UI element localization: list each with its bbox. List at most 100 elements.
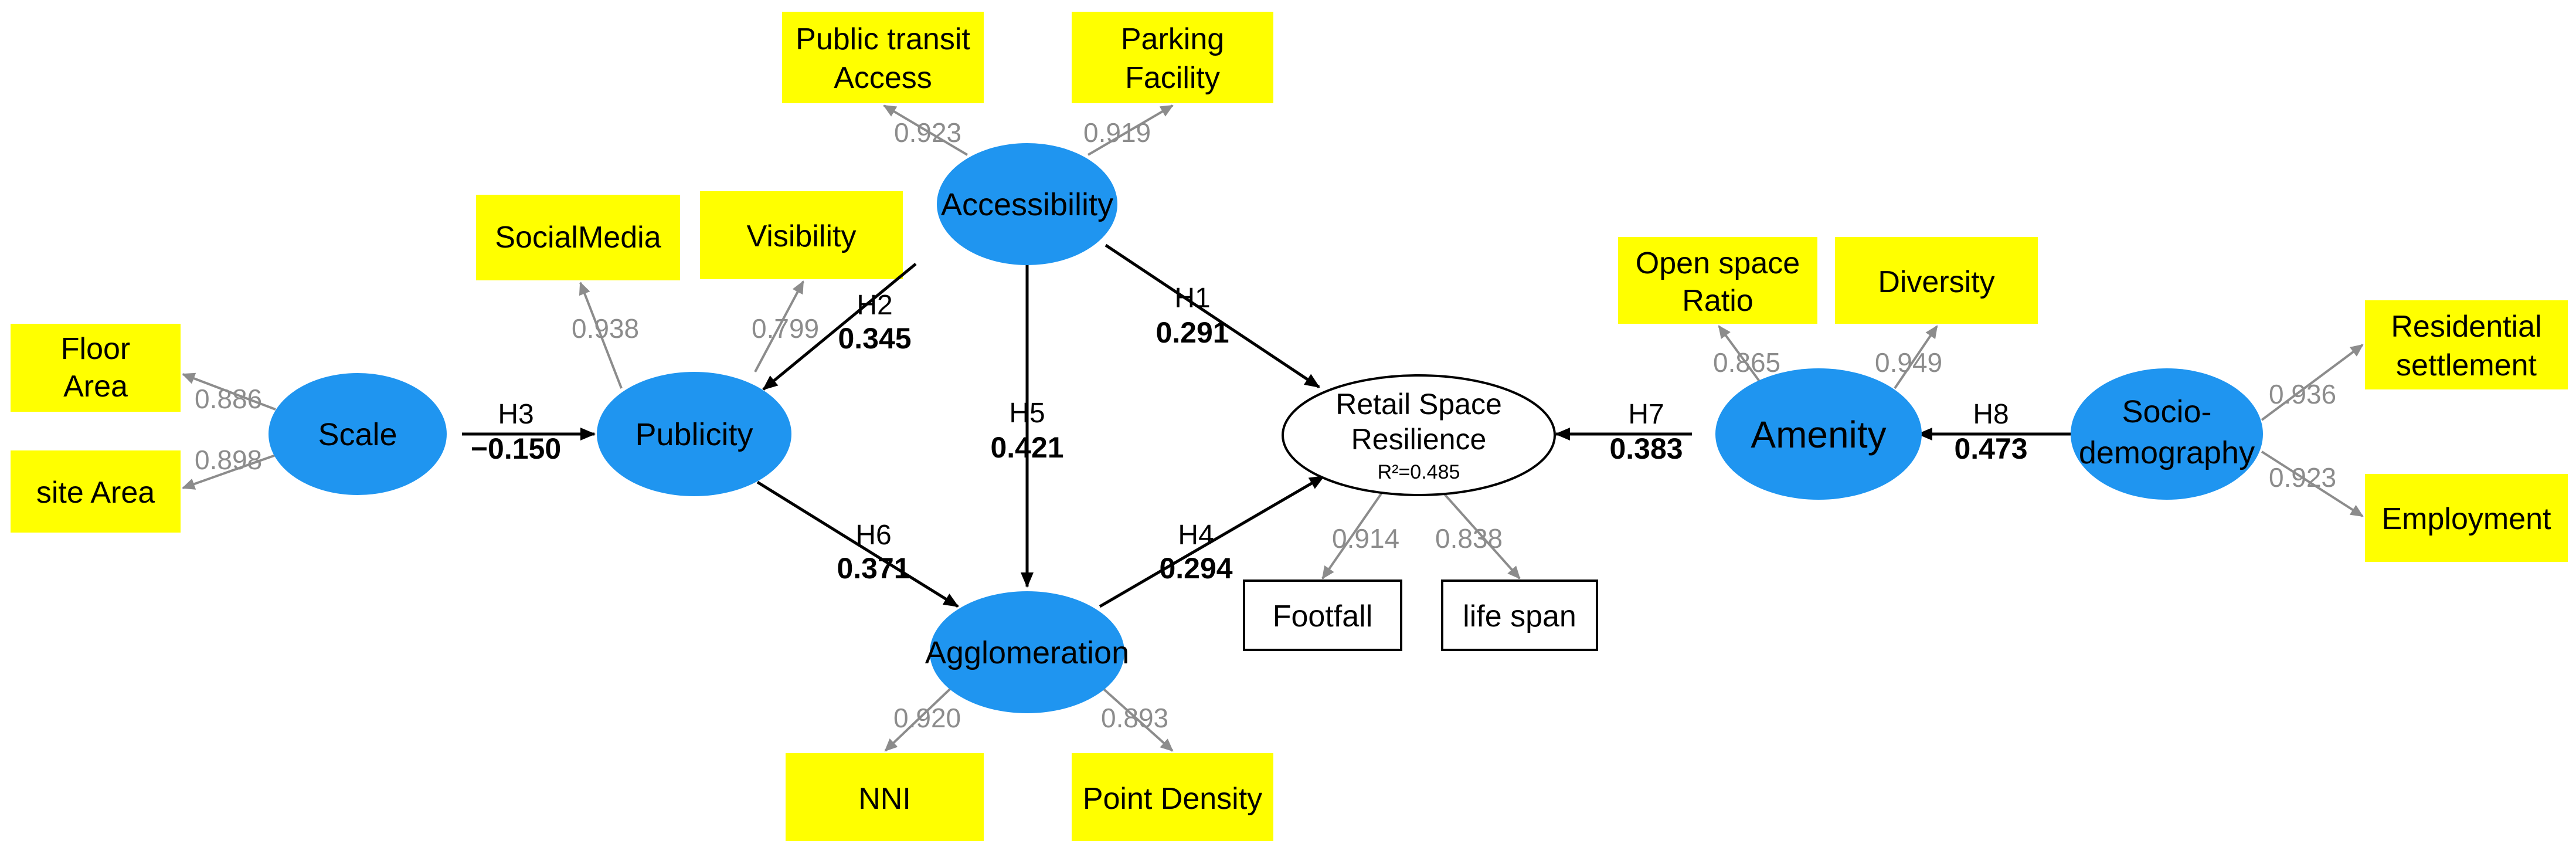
- loading-value: 0.938: [572, 313, 639, 344]
- indicator-label: Access: [834, 61, 932, 95]
- construct-accessibility: Accessibility: [937, 143, 1117, 265]
- path-coefficient: −0.150: [471, 432, 561, 465]
- indicator-site-area: site Area: [11, 450, 181, 533]
- construct-label: Accessibility: [941, 187, 1113, 222]
- loading-values: 0.886 0.898 0.938 0.799 0.923 0.919 0.92…: [195, 117, 2336, 733]
- indicator-label: Floor: [61, 332, 130, 366]
- construct-label: demography: [2079, 435, 2255, 470]
- loading-arrow-floor-area: [182, 372, 276, 411]
- indicator-label: Ratio: [1682, 284, 1753, 318]
- path-h4: [1099, 475, 1325, 608]
- hypothesis-label: H6: [855, 520, 891, 551]
- loading-value: 0.923: [2269, 462, 2336, 493]
- indicator-label: Visibility: [747, 219, 857, 253]
- indicator-label: Point Density: [1083, 782, 1262, 816]
- loading-arrow-employment: [2261, 450, 2364, 517]
- indicator-diversity: Diversity: [1835, 237, 2038, 324]
- construct-label: Retail Space: [1335, 388, 1502, 421]
- loading-value: 0.949: [1875, 347, 1942, 378]
- path-coefficient: 0.383: [1609, 432, 1683, 465]
- indicator-point-density: Point Density: [1072, 753, 1273, 841]
- hypothesis-h8: H8 0.473: [1954, 399, 2027, 465]
- construct-scale: Scale: [269, 373, 447, 495]
- loading-value: 0.923: [894, 117, 961, 148]
- loading-arrow-nni: [884, 679, 960, 752]
- indicator-label: Residential: [2391, 310, 2541, 344]
- indicator-social-media: SocialMedia: [476, 195, 680, 280]
- indicator-label: settlement: [2396, 348, 2537, 382]
- construct-label: Resilience: [1351, 423, 1487, 456]
- indicator-floor-area: Floor Area: [11, 324, 181, 412]
- construct-amenity: Amenity: [1715, 368, 1922, 500]
- hypothesis-label: H1: [1174, 283, 1210, 314]
- indicator-label: Diversity: [1878, 265, 1994, 299]
- loading-value: 0.920: [893, 703, 961, 733]
- loading-arrow-site-area: [182, 454, 276, 490]
- indicator-nni: NNI: [786, 753, 984, 841]
- indicator-label: Employment: [2382, 502, 2552, 536]
- hypothesis-h6: H6 0.371: [837, 520, 910, 585]
- loading-arrow-residential: [2261, 344, 2364, 421]
- indicator-label: Public transit: [796, 22, 970, 56]
- indicator-visibility: Visibility: [700, 191, 903, 279]
- hypothesis-label: H2: [857, 290, 892, 321]
- loading-value: 0.936: [2269, 379, 2336, 409]
- loading-value: 0.898: [195, 445, 262, 475]
- path-coefficient: 0.294: [1159, 552, 1232, 585]
- construct-label: Scale: [318, 417, 397, 452]
- loading-arrows: [182, 104, 2364, 752]
- loading-value: 0.865: [1713, 347, 1780, 378]
- construct-label: Agglomeration: [925, 635, 1129, 670]
- indicator-label: Area: [63, 370, 128, 404]
- hypothesis-h1: H1 0.291: [1156, 283, 1229, 349]
- r-squared-value: R²=0.485: [1378, 461, 1460, 483]
- loading-arrow-point-density: [1093, 679, 1174, 752]
- hypothesis-h3: H3 −0.150: [471, 399, 561, 465]
- indicator-parking-facility: Parking Facility: [1072, 12, 1273, 103]
- path-coefficient: 0.371: [837, 552, 910, 585]
- indicator-label: SocialMedia: [495, 221, 661, 255]
- loading-arrow-parking: [1087, 104, 1174, 156]
- loading-value: 0.914: [1332, 523, 1399, 554]
- indicator-footfall: Footfall: [1243, 580, 1402, 651]
- hypothesis-h2: H2 0.345: [838, 290, 911, 355]
- construct-label: Amenity: [1751, 414, 1886, 456]
- indicator-public-transit-access: Public transit Access: [782, 12, 984, 103]
- loading-value: 0.893: [1101, 703, 1168, 733]
- path-coefficient: 0.345: [838, 322, 911, 355]
- loading-arrow-life-span: [1440, 489, 1521, 580]
- indicator-life-span: life span: [1441, 580, 1598, 651]
- path-h2: [762, 263, 917, 391]
- construct-socio-demography: Socio- demography: [2071, 368, 2263, 500]
- hypothesis-label: H5: [1009, 398, 1045, 429]
- hypothesis-h7: H7 0.383: [1609, 399, 1683, 465]
- loading-value: 0.919: [1083, 117, 1151, 148]
- indicator-residential-settlement: Residential settlement: [2365, 300, 2568, 389]
- loading-arrow-footfall: [1321, 489, 1385, 580]
- loading-arrow-social-media: [579, 282, 623, 389]
- indicator-label: Open space: [1636, 246, 1800, 280]
- hypothesis-label: H3: [498, 399, 533, 430]
- construct-label: Socio-: [2122, 394, 2211, 429]
- structural-paths: [462, 243, 2071, 608]
- path-coefficient: 0.291: [1156, 316, 1229, 349]
- indicator-label: Parking: [1121, 22, 1224, 56]
- path-h1: [1105, 243, 1320, 389]
- loading-arrow-visibility: [754, 280, 804, 372]
- indicator-label: life span: [1463, 599, 1576, 633]
- path-coefficient: 0.473: [1954, 432, 2027, 465]
- loading-arrow-diversity: [1894, 325, 1938, 389]
- indicator-label: NNI: [858, 782, 911, 816]
- hypothesis-label: H7: [1628, 399, 1664, 430]
- indicator-label: Footfall: [1273, 599, 1373, 633]
- loading-arrow-open-space: [1718, 325, 1766, 389]
- construct-label: Publicity: [635, 417, 753, 452]
- hypothesis-h4: H4 0.294: [1159, 520, 1232, 585]
- loading-arrow-public-transit: [883, 104, 968, 156]
- hypothesis-label: H8: [1973, 399, 2009, 430]
- indicator-open-space-ratio: Open space Ratio: [1618, 237, 1817, 324]
- construct-publicity: Publicity: [597, 372, 791, 496]
- loading-value: 0.886: [195, 384, 262, 414]
- indicator-label: Facility: [1125, 61, 1220, 95]
